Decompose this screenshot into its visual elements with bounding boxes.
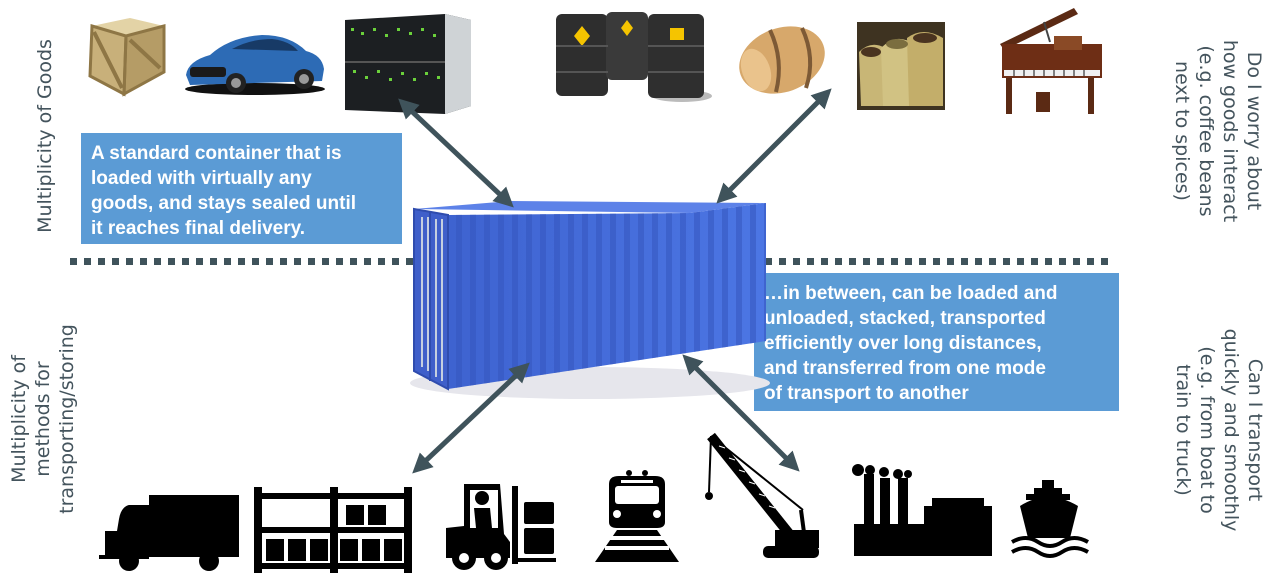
callout-bottom-line-1: …in between, can be loaded and [764, 283, 1058, 304]
callout-in-between: …in between, can be loaded and unloaded,… [754, 273, 1119, 411]
factory-icon [852, 464, 992, 556]
server-rack-image [345, 14, 471, 114]
callout-bottom-line-5: of transport to another [764, 383, 969, 404]
arrow-server-to-container [398, 98, 514, 208]
oil-drums-image [556, 12, 712, 102]
wooden-barrel-image [739, 26, 825, 94]
callout-bottom-line-3: efficiently over long distances, [764, 333, 1042, 354]
divider-right [765, 258, 1115, 265]
divider-left [70, 258, 415, 265]
wooden-crate-image [88, 18, 166, 97]
arrow-container-to-rack [412, 362, 530, 474]
callout-bottom-line-4: and transferred from one mode [764, 358, 1046, 379]
storage-rack-icon [254, 487, 412, 573]
forklift-icon [446, 484, 556, 570]
truck-icon [99, 495, 239, 571]
train-icon [595, 470, 679, 562]
arrow-barrel-to-container [716, 88, 832, 204]
sports-car-image [185, 35, 325, 95]
callout-standard-container: A standard container that is loaded with… [81, 133, 402, 244]
callout-top-line-3: goods, and stays sealed until [91, 193, 357, 214]
crane-icon [705, 432, 819, 558]
callout-bottom-line-2: unloaded, stacked, transported [764, 308, 1046, 329]
ship-icon [1011, 480, 1089, 558]
coffee-sacks-image [857, 22, 945, 110]
callout-top-line-1: A standard container that is [91, 143, 342, 164]
callout-top-line-4: it reaches final delivery. [91, 218, 306, 239]
callout-top-line-2: loaded with virtually any [91, 168, 312, 189]
arrow-container-to-crane [682, 354, 800, 472]
grand-piano-image [1000, 8, 1102, 114]
